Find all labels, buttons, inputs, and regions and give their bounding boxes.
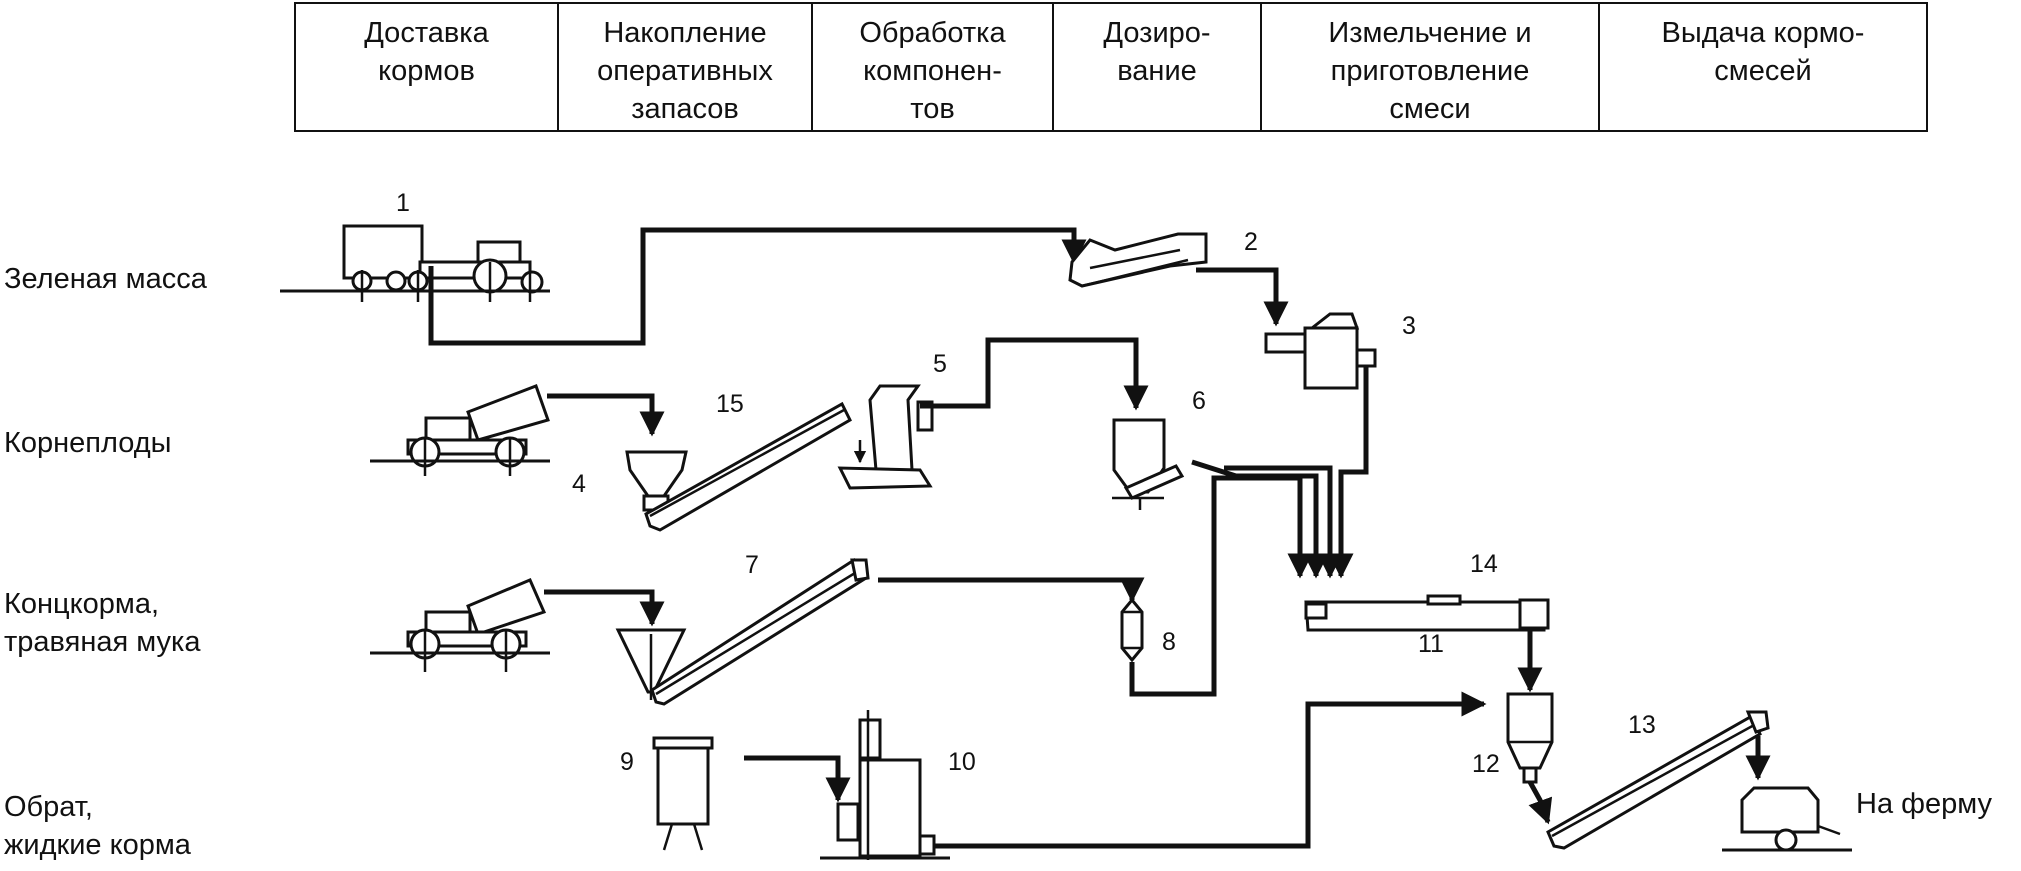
destination-label: На ферму <box>1856 788 1993 820</box>
number-11: 11 <box>1418 630 1444 658</box>
stage-processing: Обработка компонен- тов <box>813 4 1054 130</box>
pipe-8-11 <box>1129 475 1313 697</box>
number-8: 8 <box>1162 628 1176 656</box>
conveyor-13 <box>1546 710 1770 850</box>
conveyor-7 <box>650 557 870 706</box>
number-5: 5 <box>933 350 947 378</box>
pipe-12-13 <box>1527 780 1553 825</box>
cutter-6 <box>1112 418 1185 510</box>
stage-mixing: Измельчение и приготовление смеси <box>1262 4 1600 130</box>
pipe-3-11 <box>1328 366 1369 579</box>
stage-storage: Накопление оперативных запасов <box>559 4 813 130</box>
heater-10 <box>820 710 950 860</box>
pipe-truck-4 <box>547 393 665 437</box>
number-14: 14 <box>1470 550 1498 578</box>
number-13: 13 <box>1628 711 1656 739</box>
conveyor-15 <box>644 401 852 532</box>
number-12: 12 <box>1472 750 1500 778</box>
number-15: 15 <box>716 390 744 418</box>
pipe-5-6 <box>920 337 1149 411</box>
pipe-truck-7 <box>544 589 665 627</box>
stage-table: Доставка кормов Накопление оперативных з… <box>294 2 1928 132</box>
truck-1 <box>280 224 550 302</box>
number-7: 7 <box>745 551 759 579</box>
tank-9 <box>652 736 714 851</box>
stage-delivery: Доставка кормов <box>296 4 559 130</box>
pipe-2-3 <box>1196 267 1289 327</box>
stage-dosing: Дозиро- вание <box>1054 4 1262 130</box>
number-2: 2 <box>1244 228 1258 256</box>
pipe-9-10 <box>744 755 851 803</box>
stage-output: Выдача кормо- смесей <box>1661 17 1865 87</box>
pipe-7-8 <box>878 577 1145 603</box>
number-1: 1 <box>396 189 410 217</box>
doser-8 <box>1120 597 1144 663</box>
number-4: 4 <box>572 470 586 498</box>
pipe-1-2 <box>428 227 1087 346</box>
mill-3 <box>1264 312 1377 390</box>
mixer-12 <box>1506 692 1554 784</box>
hopper-4 <box>625 450 688 512</box>
pipe-10-12 <box>934 691 1487 849</box>
number-9: 9 <box>620 748 634 776</box>
number-3: 3 <box>1402 312 1416 340</box>
trailer <box>1722 786 1852 852</box>
mixer-conveyor-11 <box>1304 594 1550 632</box>
washer <box>837 384 934 490</box>
number-10: 10 <box>948 748 976 776</box>
row-label-green: Зеленая масса <box>4 263 207 295</box>
crusher-2 <box>1068 232 1208 288</box>
row-label-roots: Корнеплоды <box>4 427 172 459</box>
number-6: 6 <box>1192 387 1206 415</box>
row-label-liquid: Обрат, жидкие корма <box>4 791 191 861</box>
truck-concentrates <box>370 578 550 672</box>
truck-roots <box>370 384 550 476</box>
row-label-concentrates: Концкорма, травяная мука <box>4 588 201 658</box>
